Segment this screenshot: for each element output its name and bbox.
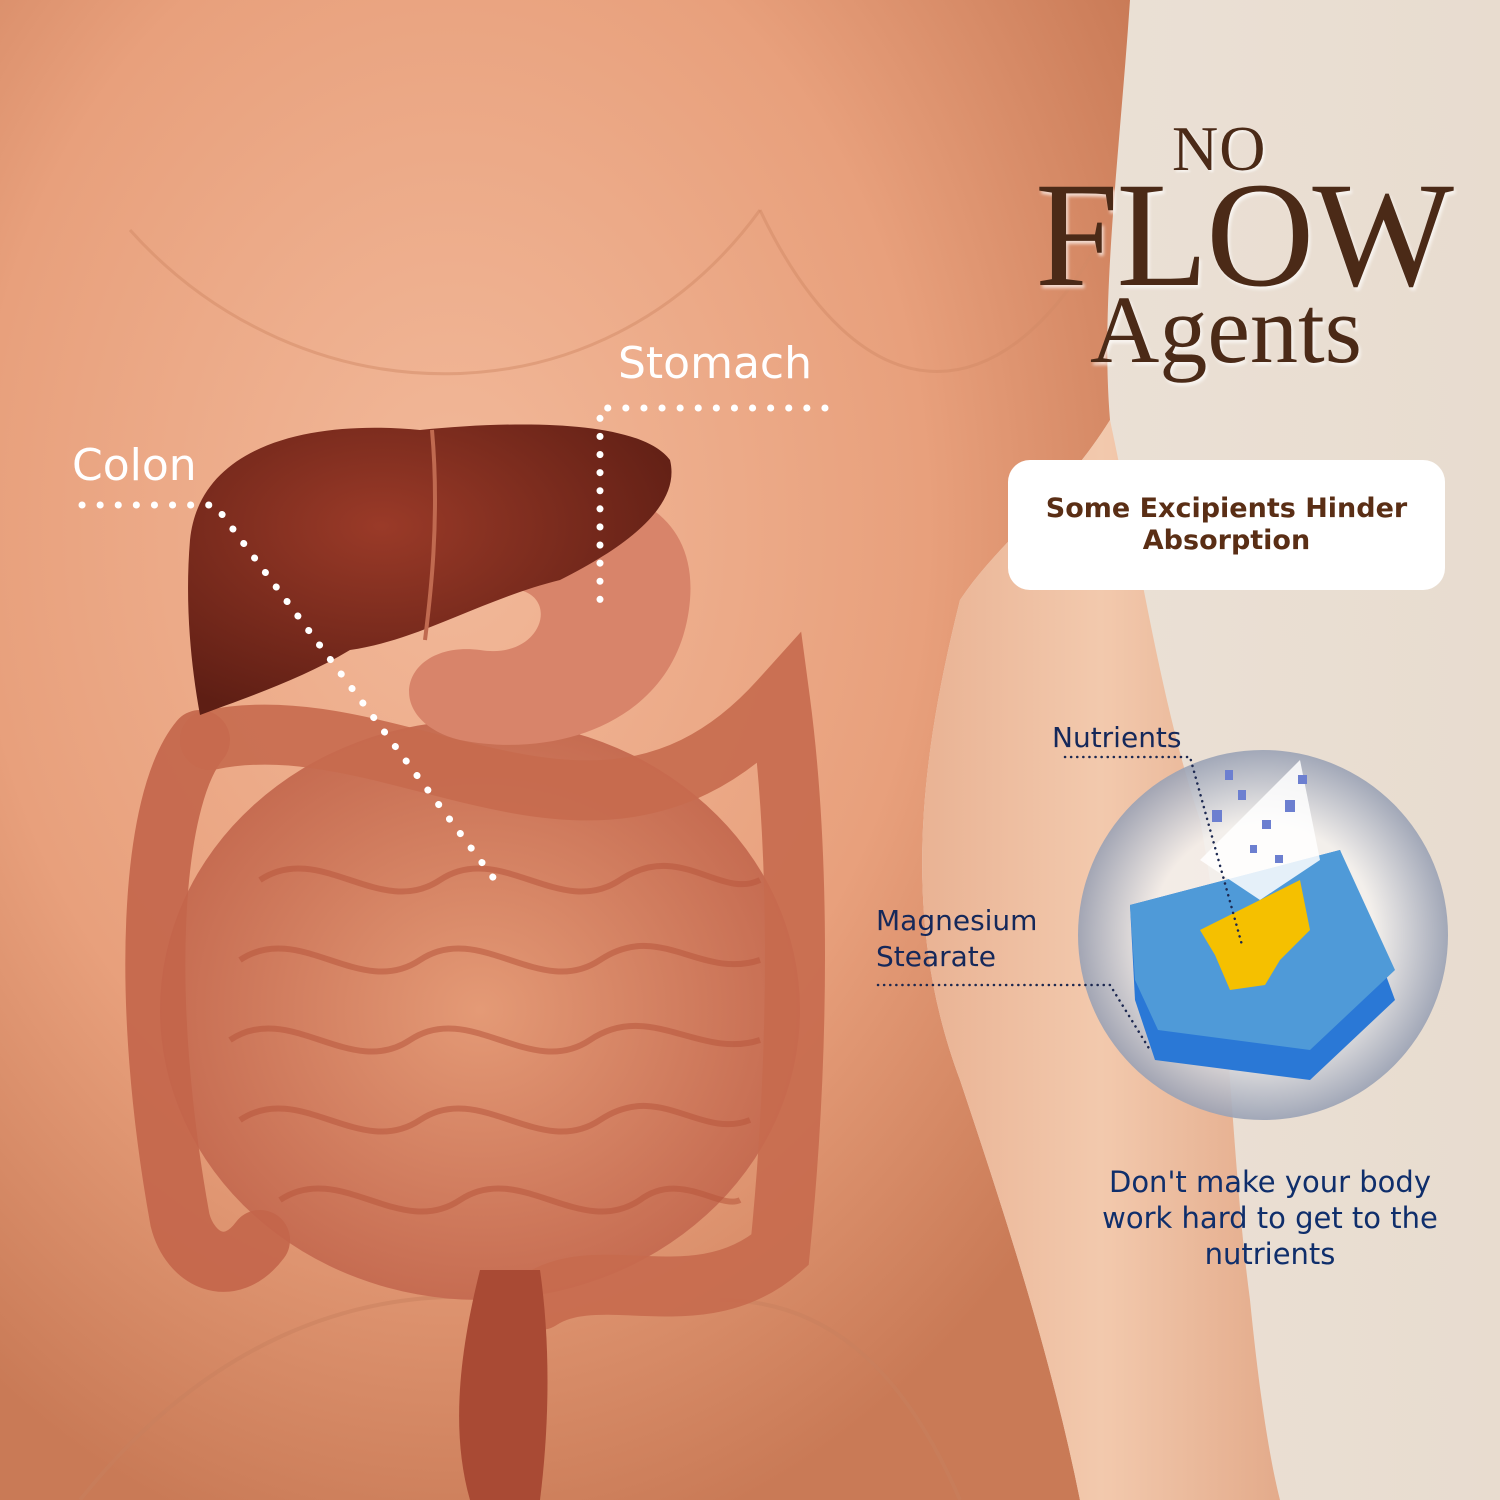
- headline-no: NO: [1172, 113, 1267, 184]
- headline-agents: Agents: [1090, 276, 1362, 383]
- headline-flow: FLOW: [1035, 152, 1454, 318]
- excipient-label-line2: Stearate: [876, 940, 997, 973]
- magnesium-stearate-label: Magnesium Stearate: [876, 903, 1037, 975]
- stomach-label: Stomach: [618, 338, 813, 389]
- colon-label: Colon: [72, 440, 197, 491]
- excipients-callout-card: Some Excipients Hinder Absorption: [1008, 460, 1445, 590]
- callout-text: Some Excipients Hinder Absorption: [1045, 493, 1408, 556]
- nutrients-label: Nutrients: [1052, 721, 1182, 754]
- excipient-label-line1: Magnesium: [876, 904, 1038, 937]
- tagline: Don't make your body work hard to get to…: [1102, 1165, 1438, 1271]
